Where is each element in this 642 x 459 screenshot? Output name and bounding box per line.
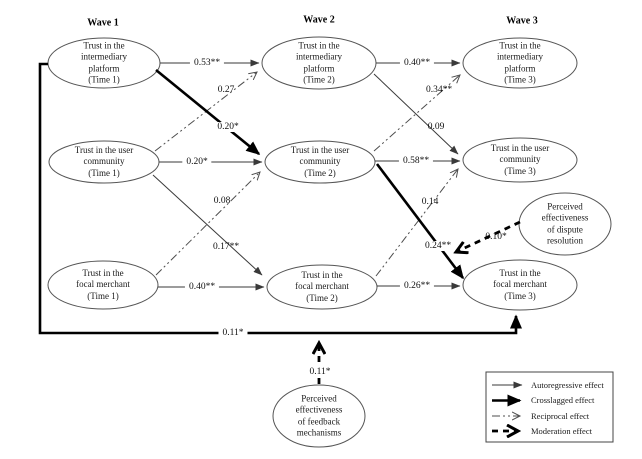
coef-crosslagged-community-t1-merchant-t2: 0.17** xyxy=(212,242,240,252)
path-reciprocal-merchant-t1-community-t2 xyxy=(155,172,260,276)
node-label-platform-t2: Trust in the intermediary platform (Time… xyxy=(296,40,342,85)
coef-reciprocal-community-t1-platform-t2: 0.27 xyxy=(217,85,235,95)
coef-autoregressive-community-t2-t3: 0.58** xyxy=(398,156,434,166)
coef-moderation-feedback-mechanisms: 0.11* xyxy=(305,367,335,377)
legend-crosslagged-label: Crosslagged effect xyxy=(531,395,595,405)
node-label-platform-t3: Trust in the intermediary platform (Time… xyxy=(497,40,543,85)
node-feedback-mechanisms xyxy=(272,384,366,448)
path-moderation-dispute-resolution xyxy=(456,220,521,252)
coef-autoregressive-merchant-t1-t2: 0.40** xyxy=(184,282,220,292)
node-label-merchant-t3: Trust in the focal merchant (Time 3) xyxy=(493,268,547,301)
legend-autoregressive-label: Autoregressive effect xyxy=(531,380,604,390)
wave-1-header: Wave 1 xyxy=(87,17,119,29)
coef-autoregressive-community-t1-t2: 0.20* xyxy=(182,157,212,167)
node-label-merchant-t2: Trust in the focal merchant (Time 2) xyxy=(295,270,349,303)
legend-moderation-label: Moderation effect xyxy=(531,426,592,436)
coef-autoregressive-merchant-t2-t3: 0.26** xyxy=(399,281,435,291)
node-label-community-t1: Trust in the user community (Time 1) xyxy=(74,145,134,178)
node-merchant-t3 xyxy=(462,259,578,311)
path-crosslagged-platform-t1-merchant-t3 xyxy=(38,62,522,335)
node-platform-t3 xyxy=(462,37,578,89)
wave-3-header: Wave 3 xyxy=(506,15,538,27)
path-crosslagged-platform-t1-community-t2 xyxy=(155,68,261,156)
path-reciprocal-merchant-t2-community-t3 xyxy=(375,169,458,277)
node-community-t3 xyxy=(462,137,578,183)
coef-autoregressive-platform-t2-t3: 0.40** xyxy=(399,58,435,68)
node-merchant-t2 xyxy=(266,264,378,310)
wave-2-header: Wave 2 xyxy=(303,14,335,26)
node-community-t2 xyxy=(264,140,376,184)
legend-reciprocal-label: Reciprocal effect xyxy=(531,411,590,421)
node-label-community-t3: Trust in the user community (Time 3) xyxy=(490,143,550,176)
node-merchant-t1 xyxy=(47,260,159,310)
node-label-platform-t1: Trust in the intermediary platform (Time… xyxy=(81,40,127,85)
coef-reciprocal-community-t2-platform-t3: 0.34** xyxy=(425,85,453,95)
coef-crosslagged-platform-t1-merchant-t3: 0.11* xyxy=(218,328,248,338)
coef-autoregressive-platform-t1-t2: 0.53** xyxy=(189,58,225,68)
path-crosslagged-community-t1-merchant-t2 xyxy=(152,174,263,276)
node-label-dispute-resolution: Perceived effectiveness of dispute resol… xyxy=(541,201,589,246)
path-crosslagged-platform-t2-community-t3 xyxy=(373,73,459,155)
node-label-community-t2: Trust in the user community (Time 2) xyxy=(290,145,350,178)
node-label-merchant-t1: Trust in the focal merchant (Time 1) xyxy=(76,268,130,301)
coef-crosslagged-platform-t2-community-t3: 0.09 xyxy=(427,122,445,132)
coef-crosslagged-platform-t1-community-t2: 0.20* xyxy=(213,122,243,132)
coef-reciprocal-merchant-t1-community-t2: 0.08 xyxy=(213,196,231,206)
path-reciprocal-community-t2-platform-t3 xyxy=(373,75,460,152)
coef-reciprocal-merchant-t2-community-t3: 0.14 xyxy=(421,197,439,207)
path-crosslagged-community-t2-merchant-t3 xyxy=(375,163,465,280)
coef-crosslagged-community-t2-merchant-t3: 0.24** xyxy=(420,241,456,251)
node-label-feedback-mechanisms: Perceived effectiveness of feedback mech… xyxy=(295,393,343,438)
coef-moderation-dispute-resolution: 0.10* xyxy=(485,232,507,242)
